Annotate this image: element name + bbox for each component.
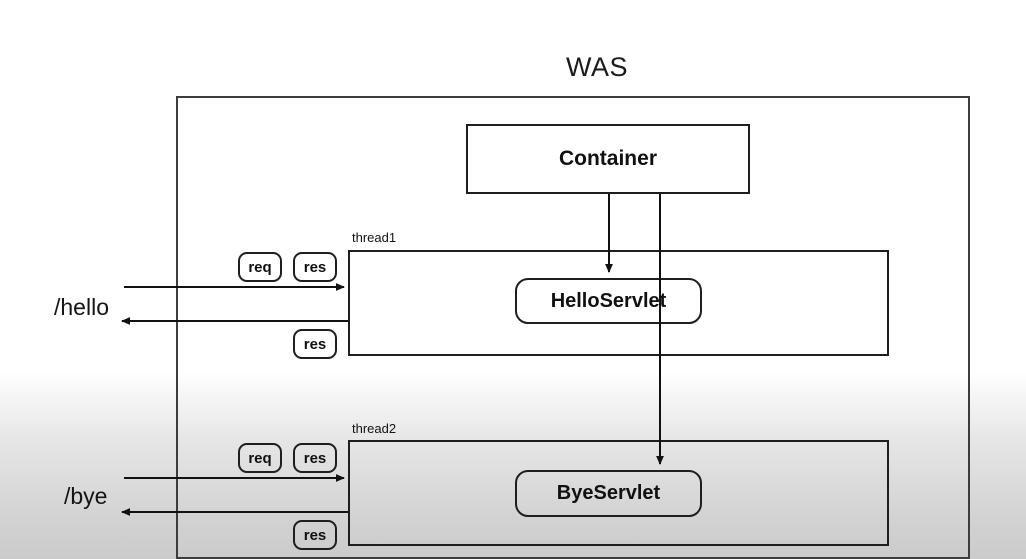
hello-servlet-label: HelloServlet: [550, 289, 667, 312]
thread2-req-pill-label: req: [248, 449, 272, 467]
page-title: WAS: [566, 52, 628, 82]
thread2-box: [348, 440, 889, 546]
thread2-res-pill-top: res: [293, 443, 337, 473]
thread2-req-pill: req: [238, 443, 282, 473]
hello-path-label: /hello: [54, 294, 109, 320]
thread2-res-pill-bottom: res: [293, 520, 337, 550]
thread1-box: [348, 250, 889, 356]
was-boundary-box: [176, 96, 970, 559]
hello-servlet-box: HelloServlet: [515, 278, 702, 324]
thread2-res-pill-top-label: res: [303, 449, 327, 467]
thread1-res-pill-top: res: [293, 252, 337, 282]
bye-servlet-label: ByeServlet: [556, 482, 661, 504]
container-box: Container: [466, 124, 750, 194]
thread1-req-pill-label: req: [248, 258, 272, 276]
container-label: Container: [558, 147, 657, 170]
thread1-label: thread1: [352, 230, 397, 245]
thread1-res-pill-bottom-label: res: [303, 335, 327, 353]
thread1-req-pill: req: [238, 252, 282, 282]
thread2-res-pill-bottom-label: res: [303, 526, 327, 544]
thread1-res-pill-top-label: res: [303, 258, 327, 276]
bye-servlet-box: ByeServlet: [515, 470, 702, 517]
thread2-label: thread2: [352, 421, 397, 436]
thread1-res-pill-bottom: res: [293, 329, 337, 359]
bye-path-label: /bye: [64, 483, 108, 509]
